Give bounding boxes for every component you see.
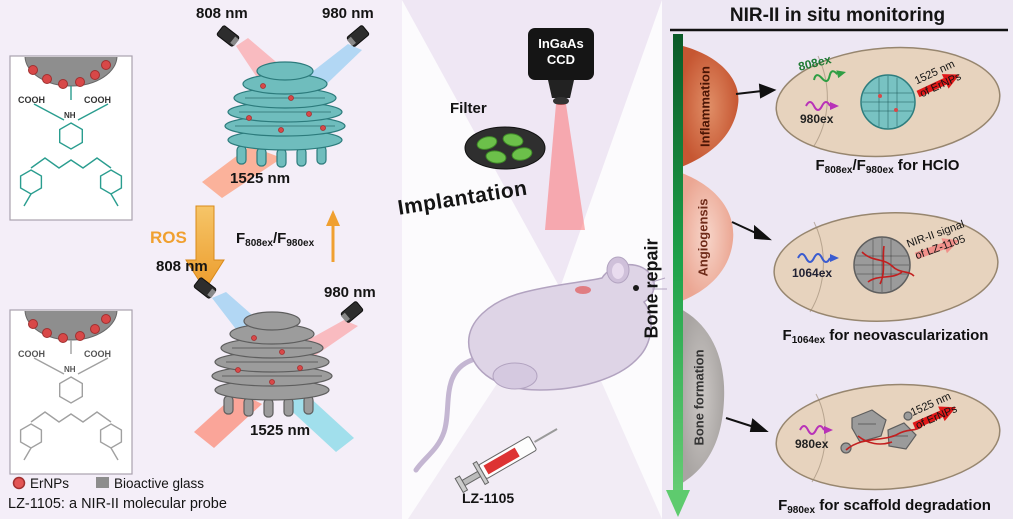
probe-structure-inset-bottom: COOH COOH NH: [9, 309, 133, 475]
syringe-liquid: [483, 447, 520, 475]
cooh-label: COOH: [18, 349, 45, 359]
legend-ernps-label: ErNPs: [30, 476, 70, 491]
bone-oval-inflammation: [775, 46, 1001, 158]
laser-808-icon-bottom: [193, 277, 217, 299]
camera-label-line2: CCD: [546, 52, 576, 67]
bone-repair-progress-arrow: [666, 34, 690, 517]
inflammation-blob: [679, 45, 739, 168]
caption-hclo: F808ex/F980ex for HClO: [815, 157, 960, 176]
stage-label-bone-formation: Bone formation: [691, 349, 707, 446]
wave-arrow-808ex: [813, 70, 847, 82]
nh-label: NH: [64, 365, 76, 374]
mouse-eye: [633, 285, 639, 291]
filter-disc-icon: [464, 126, 546, 170]
nh-label: NH: [64, 111, 76, 120]
ernp-dots: [235, 335, 303, 385]
wave-arrow-1064ex: [797, 253, 839, 263]
ernps-legend-dot: [12, 476, 26, 490]
caption-scaffold-degradation: F980ex for scaffold degradation: [778, 497, 991, 516]
ex-label-1064: 1064ex: [792, 266, 833, 280]
wave-arrow-980ex: [805, 101, 839, 111]
laser-808-icon: [216, 25, 240, 47]
ernp-dots: [246, 83, 326, 133]
cooh-label: COOH: [84, 349, 111, 359]
implant-site: [575, 286, 591, 294]
syringe-label: LZ-1105: [462, 490, 515, 506]
degraded-scaffold-fragments: [840, 409, 917, 454]
laser-980-icon: [346, 25, 370, 47]
stage-arrow-angiogenesis: [731, 221, 772, 241]
mouse-hind-leg: [492, 362, 538, 390]
mouse-inner-ear: [612, 263, 624, 279]
label-f808-f980-ratio: F808ex/F980ex: [236, 230, 315, 249]
right-panel-title: NIR-II in situ monitoring: [729, 5, 946, 26]
probe-description: LZ-1105: a NIR-II molecular probe: [8, 496, 227, 512]
beam-1525-cyan-bottom: [284, 394, 354, 452]
emission-arrow-nirii: [914, 238, 960, 260]
mouse-body: [467, 263, 655, 391]
mouse-tail: [413, 357, 475, 473]
camera-label-line1: InGaAs: [538, 36, 584, 51]
ros-down-arrow: [185, 205, 225, 291]
label-1525nm-bottom: 1525 nm: [250, 422, 311, 439]
bone-repair-label: Bone repair: [641, 238, 662, 339]
probe-structure-inset-top: COOH COOH NH: [9, 55, 133, 221]
bone-formation-blob: [679, 308, 725, 485]
cooh-label: COOH: [18, 95, 45, 105]
scaffold-grid: [862, 76, 914, 128]
scaffold-circle-gray: [853, 236, 911, 294]
vessels: [845, 425, 923, 451]
emission-arrow-1525: [916, 74, 960, 98]
ratio-up-arrow: [326, 210, 340, 262]
legend-bioactive-glass-label: Bioactive glass: [114, 476, 205, 491]
neovascularization-vessels: [861, 245, 915, 285]
ernp-zoom-dots: [28, 60, 111, 89]
caption-neovascularization: F1064ex for neovascularization: [782, 327, 989, 346]
ingaas-ccd-camera-icon: [528, 28, 594, 105]
bone-oval-bone-formation: [775, 383, 1001, 491]
laser-980-icon-bottom: [340, 301, 364, 323]
camera-detection-beam: [545, 104, 585, 230]
label-ros: ROS: [150, 228, 187, 247]
ernp-zoom-dots: [28, 314, 111, 343]
angiogenesis-blob: [679, 172, 734, 302]
label-980nm-top: 980 nm: [322, 5, 374, 22]
bone-oval-angiogenesis: [773, 212, 999, 322]
wave-arrow-980ex: [799, 425, 833, 435]
bioactive-glass-legend-swatch: [96, 477, 109, 488]
label-1525nm-top: 1525 nm: [230, 170, 291, 187]
bioactive-glass-scaffold-teal: [224, 61, 346, 168]
ex-label-980-row3: 980ex: [795, 437, 829, 451]
stage-label-angiogenesis: Angiogensis: [695, 198, 711, 277]
ex-label-980: 980ex: [800, 112, 834, 126]
stage-arrow-inflammation: [735, 83, 777, 99]
cooh-label: COOH: [84, 95, 111, 105]
mouse-illustration: [413, 256, 667, 473]
label-808nm-top: 808 nm: [196, 5, 248, 22]
label-980nm-bottom: 980 nm: [324, 284, 376, 301]
label-808nm-bottom: 808 nm: [156, 258, 208, 275]
filter-label: Filter: [450, 100, 487, 117]
molecule-skeleton-gray: [19, 340, 123, 461]
stage-label-inflammation: Inflammation: [697, 66, 713, 147]
molecule-skeleton-teal: [19, 86, 123, 207]
stage-arrow-bone-formation: [725, 417, 769, 432]
syringe-icon: [454, 428, 558, 494]
emission-arrow-1525: [912, 406, 957, 430]
light-cone-bottom: [408, 288, 662, 519]
scaffold-circle-teal: [860, 74, 916, 130]
bioactive-glass-scaffold-gray: [211, 311, 333, 418]
